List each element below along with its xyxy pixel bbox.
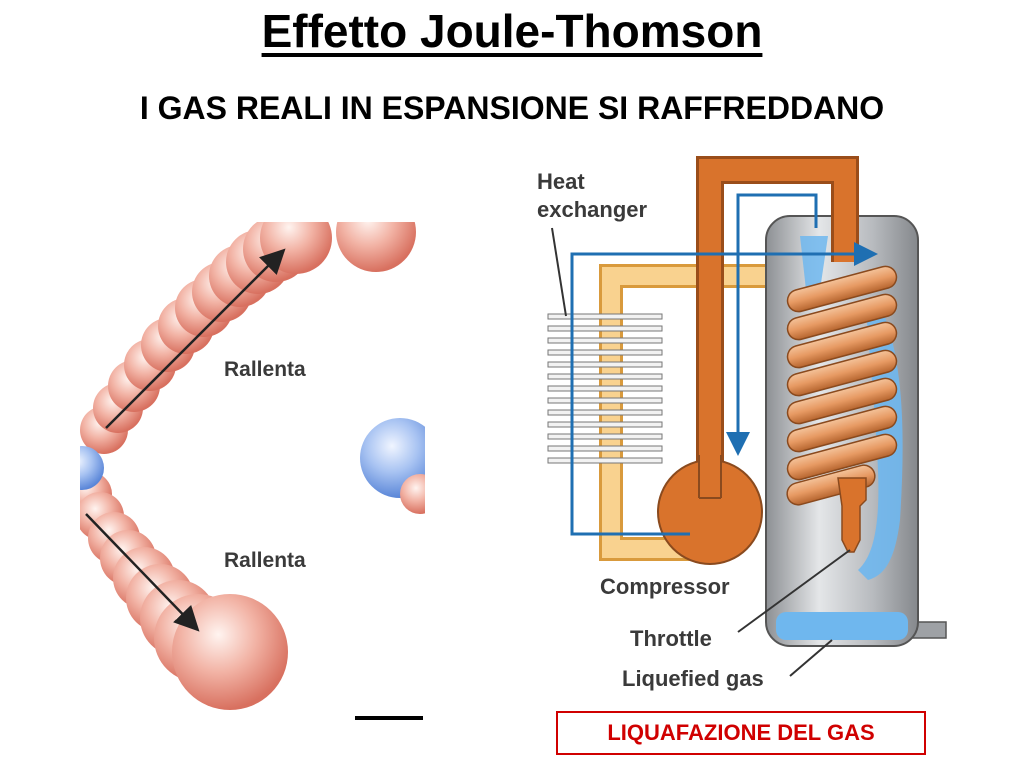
label-exchanger: exchanger (537, 197, 647, 222)
velocity-arrow-lower (85, 513, 200, 632)
cooling-coil (786, 265, 898, 506)
label-heat: Heat (537, 169, 585, 194)
leader-heat-exchanger (551, 227, 567, 317)
velocity-arrow-upper (105, 248, 286, 429)
caption-box: LIQUAFAZIONE DEL GAS (556, 711, 926, 755)
page-subtitle: I GAS REALI IN ESPANSIONE SI RAFFREDDANO (139, 90, 885, 126)
page-title: Effetto Joule-Thomson (261, 5, 763, 57)
label-compressor: Compressor (600, 574, 730, 599)
pink-molecule-right (400, 474, 425, 514)
liquefied-gas-pool (776, 612, 908, 640)
flow-line-inner (726, 193, 818, 456)
label-rallenta-bottom: Rallenta (224, 549, 306, 572)
throttle-valve (837, 477, 867, 553)
label-rallenta-top: Rallenta (224, 358, 306, 381)
liquefaction-apparatus (547, 156, 947, 677)
blue-molecule-left (80, 446, 104, 490)
heat-exchanger (547, 313, 663, 464)
leader-throttle (737, 549, 851, 633)
leader-liquefied-gas (789, 639, 833, 677)
lower-trajectory (80, 472, 288, 710)
caption-text: LIQUAFAZIONE DEL GAS (607, 720, 875, 745)
label-liquefied-gas: Liquefied gas (622, 666, 764, 691)
flow-line-outer (570, 242, 878, 536)
molecule-trajectories (80, 222, 425, 710)
blue-molecule-right (360, 418, 425, 498)
scale-bar (355, 716, 423, 720)
label-throttle: Throttle (630, 626, 712, 651)
upper-trajectory (80, 222, 416, 454)
